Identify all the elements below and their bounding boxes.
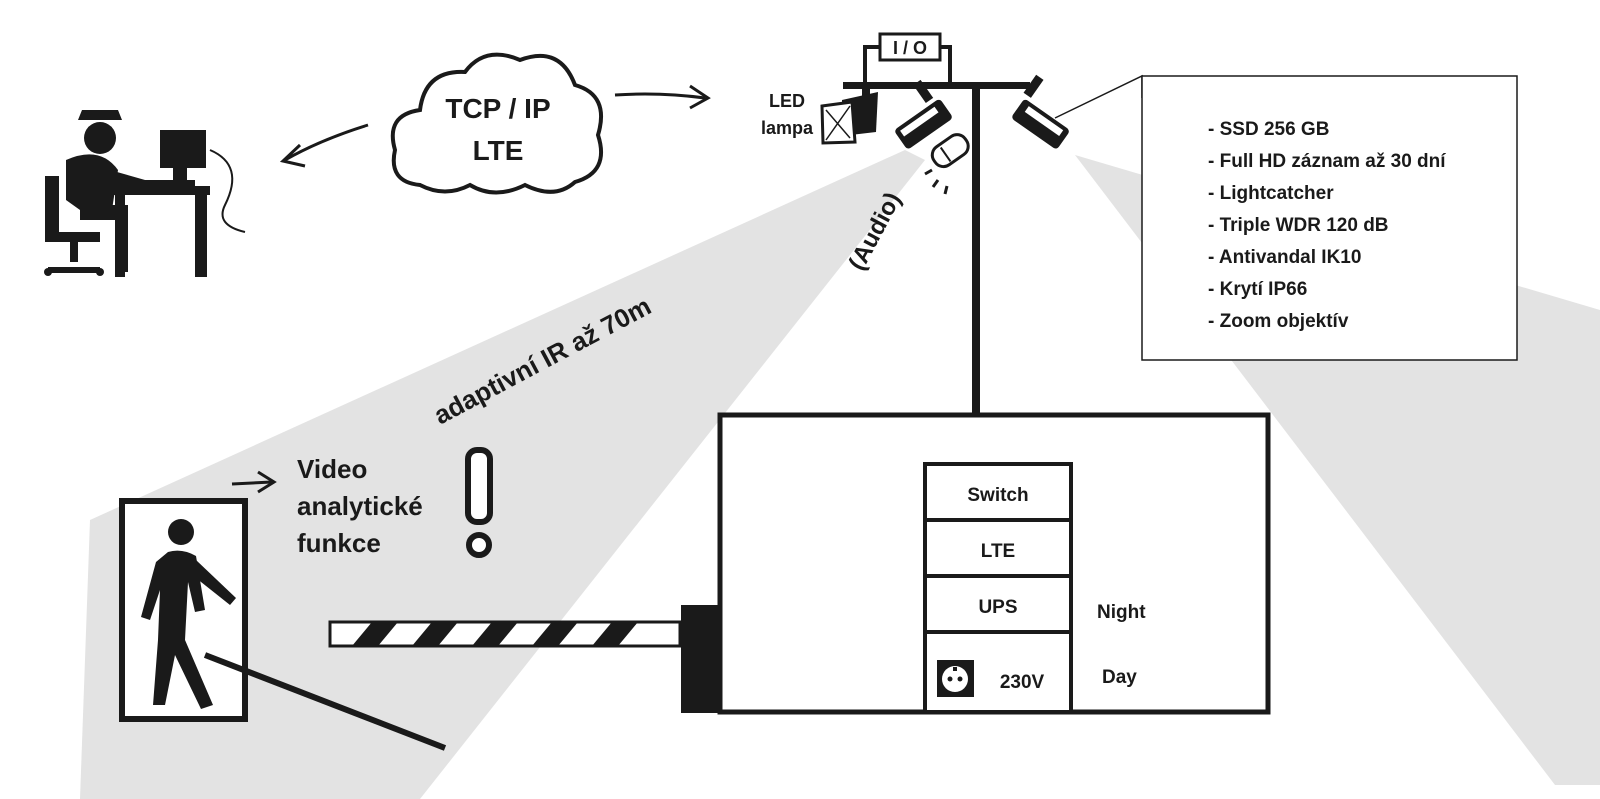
led-lamp-icon [820, 88, 878, 145]
spec-item: - Zoom objektív [1208, 311, 1349, 332]
spec-item: - SSD 256 GB [1208, 119, 1329, 140]
arrow-to-operator [284, 123, 369, 162]
cloud-line1: TCP / IP [445, 93, 550, 124]
spec-callout-box [1141, 75, 1518, 361]
io-switch-label: I / O [893, 38, 927, 58]
led-label-line2: lampa [761, 118, 814, 138]
analytics-line3: funkce [297, 528, 381, 558]
alert-icon [465, 447, 493, 558]
left-camera-icon [895, 79, 952, 149]
right-camera-icon [1012, 74, 1069, 149]
module-power: 230V [1000, 672, 1045, 693]
mast-crossbar [843, 82, 1030, 89]
module-switch: Switch [967, 485, 1028, 506]
spec-item: - Triple WDR 120 dB [1208, 215, 1389, 236]
audio-waves [924, 168, 949, 195]
spec-item: - Krytí IP66 [1208, 279, 1307, 300]
spec-callout-pointer [1054, 74, 1143, 119]
led-label-line1: LED [769, 91, 805, 111]
spec-list: - SSD 256 GB - Full HD záznam až 30 dní … [1208, 119, 1446, 332]
microphone-icon [930, 133, 970, 169]
cloud-line2: LTE [473, 135, 524, 166]
spec-item: - Antivandal IK10 [1208, 247, 1361, 268]
night-label: Night [1097, 602, 1146, 623]
ground-line [203, 652, 447, 751]
left-camera-beam [80, 150, 925, 799]
module-lte: LTE [981, 541, 1015, 562]
day-label: Day [1102, 667, 1137, 688]
spec-item: - Full HD záznam až 30 dní [1208, 151, 1446, 172]
analytics-arrow [231, 480, 273, 486]
operator-icon [44, 110, 246, 277]
person-icon [141, 519, 236, 709]
module-stack [923, 462, 1073, 714]
io-switch: I / O [863, 32, 952, 82]
analytics-line1: Video [297, 454, 367, 484]
module-ups: UPS [978, 597, 1017, 618]
mast-pole [972, 88, 980, 413]
analytics-line2: analytické [297, 491, 423, 521]
barrier-icon [328, 605, 719, 713]
spec-item: - Lightcatcher [1208, 183, 1334, 204]
arrow-to-mast [614, 92, 706, 100]
cloud-icon: TCP / IP LTE [390, 52, 604, 195]
power-socket-icon [937, 660, 974, 697]
